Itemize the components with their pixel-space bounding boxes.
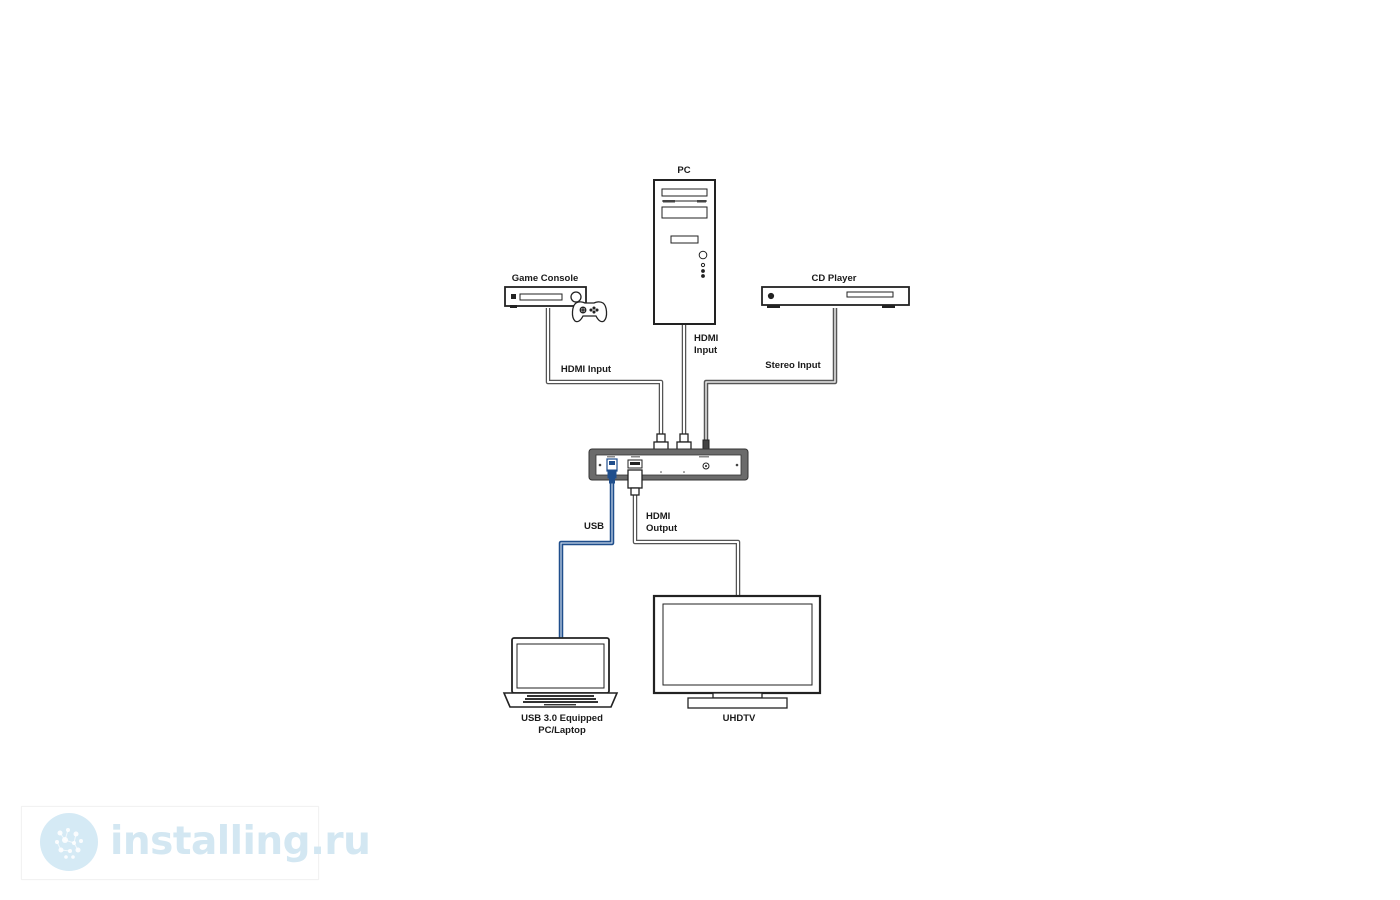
usb-plug xyxy=(607,469,617,484)
pc-tower xyxy=(653,179,716,325)
hdmi-output-label-line2: Output xyxy=(646,523,678,534)
installing-logo-icon xyxy=(40,813,98,871)
uhdtv xyxy=(652,594,822,709)
hdmi-output-plug xyxy=(627,469,643,496)
usb-cable xyxy=(558,482,615,638)
pc-hdmi-label-line1: HDMI xyxy=(694,333,718,344)
usb-label: USB xyxy=(584,521,604,532)
stereo-cable xyxy=(703,308,838,440)
laptop-keyboard xyxy=(523,695,598,703)
game-console xyxy=(504,286,587,308)
hdmi-output-label-line1: HDMI xyxy=(646,511,670,522)
laptop xyxy=(502,637,619,708)
watermark-text: installing.ru xyxy=(110,819,371,864)
cd-player-label: CD Player xyxy=(812,273,857,284)
laptop-label-line2: PC/Laptop xyxy=(538,725,586,736)
stereo-label: Stereo Input xyxy=(765,360,821,371)
cd-player xyxy=(761,286,910,308)
laptop-label-line1: USB 3.0 Equipped xyxy=(521,713,603,724)
gamepad-icon xyxy=(570,291,608,323)
pc-hdmi-label-line2: Input xyxy=(694,345,718,356)
cables xyxy=(545,308,838,638)
pc-label: PC xyxy=(677,165,690,176)
game-console-label: Game Console xyxy=(512,273,579,284)
watermark: installing.ru xyxy=(21,806,371,880)
uhdtv-label: UHDTV xyxy=(723,713,756,724)
game-hdmi-label: HDMI Input xyxy=(561,364,612,375)
